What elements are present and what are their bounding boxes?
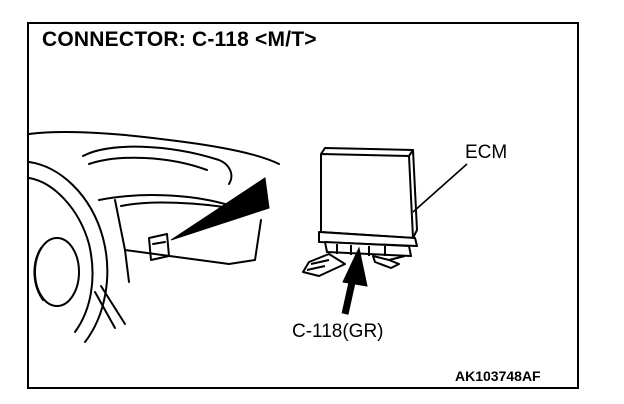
diagram-frame: CONNECTOR: C-118 <M/T> (27, 22, 579, 389)
dashboard-illustration (29, 131, 280, 343)
diagram-title: CONNECTOR: C-118 <M/T> (42, 28, 317, 51)
pointer-wedge (170, 177, 270, 241)
ecm-unit (302, 147, 418, 277)
connector-label: C-118(GR) (292, 321, 384, 342)
ecm-leader-line (412, 163, 468, 213)
ecm-label: ECM (465, 142, 508, 163)
connector-location-drawing (29, 131, 468, 343)
reference-code: AK103748AF (455, 368, 541, 384)
connector-arrow (341, 246, 368, 315)
